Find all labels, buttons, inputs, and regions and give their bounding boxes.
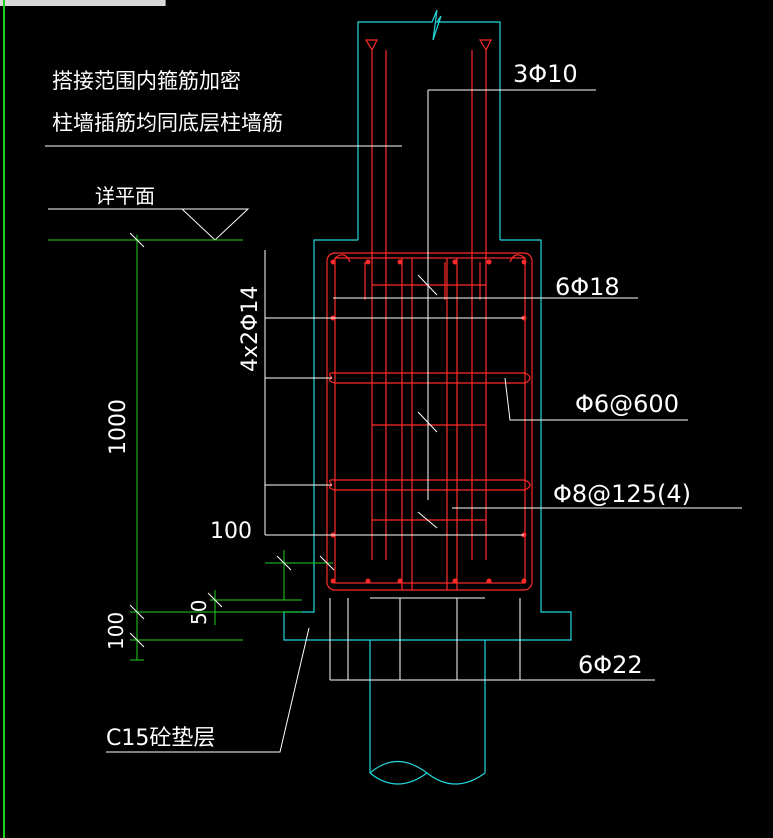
label-main-bars-top: 3Φ10 bbox=[513, 60, 578, 88]
concrete-outline bbox=[283, 9, 572, 785]
label-side-bars: 4x2Φ14 bbox=[238, 286, 263, 372]
note-line-1: 搭接范围内箍筋加密 bbox=[52, 69, 241, 93]
label-see-plan: 详平面 bbox=[95, 184, 155, 208]
pile-bars bbox=[329, 597, 521, 680]
label-tie-bars: Φ6@600 bbox=[575, 390, 679, 418]
rebar-dots bbox=[330, 259, 527, 584]
dimension-lines bbox=[48, 235, 333, 661]
drawing-tab[interactable] bbox=[0, 0, 166, 6]
note-line-2: 柱墙插筋均同底层柱墙筋 bbox=[52, 111, 283, 135]
dimension-ticks bbox=[129, 232, 335, 648]
dim-cover-100-bottom: 100 bbox=[104, 612, 128, 650]
label-bars-6-22: 6Φ22 bbox=[578, 651, 643, 679]
label-bars-6-18: 6Φ18 bbox=[555, 273, 620, 301]
dim-height-1000: 1000 bbox=[106, 399, 131, 455]
label-stirrups: Φ8@125(4) bbox=[553, 480, 691, 508]
dim-cover-100-mid: 100 bbox=[210, 519, 252, 544]
dim-cover-50: 50 bbox=[187, 600, 211, 625]
leader-lines bbox=[45, 89, 742, 753]
label-cushion: C15砼垫层 bbox=[106, 726, 215, 751]
